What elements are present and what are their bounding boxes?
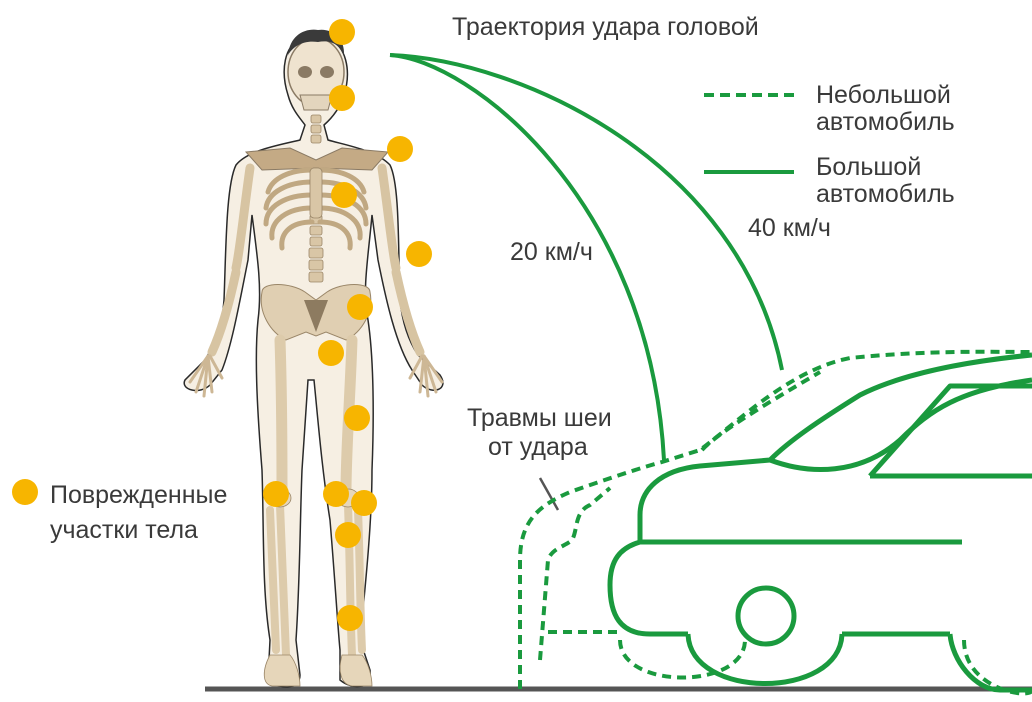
injury-dot-hip xyxy=(347,294,373,320)
neck-injury-label-2: от удара xyxy=(488,432,588,462)
legend-small-car-label-1: Небольшой xyxy=(816,80,951,110)
injury-dot-knee-left xyxy=(263,481,289,507)
skeleton-figure xyxy=(184,30,443,687)
speed-big-car-label: 40 км/ч xyxy=(748,213,831,243)
speed-small-car-label: 20 км/ч xyxy=(510,237,593,267)
injury-dot-shoulder xyxy=(387,136,413,162)
injury-dot-jaw xyxy=(329,85,355,111)
legend-big-car-label-2: автомобиль xyxy=(816,179,955,209)
injury-dot-elbow xyxy=(406,241,432,267)
trajectory-big-car xyxy=(390,55,782,370)
eye-socket-left xyxy=(298,66,312,78)
trajectory-title: Траектория удара головой xyxy=(452,12,759,42)
big-car xyxy=(610,355,1032,690)
legend-big-car-label-1: Большой xyxy=(816,152,921,182)
legend-small-car-label-2: автомобиль xyxy=(816,107,955,137)
sternum xyxy=(310,168,322,218)
injury-dot-head xyxy=(329,19,355,45)
injury-dot-thigh xyxy=(344,405,370,431)
eye-socket-right xyxy=(320,66,334,78)
injury-dot-knee-right-a xyxy=(323,481,349,507)
jaw xyxy=(300,95,332,110)
big-car-wheel xyxy=(738,588,794,644)
injury-dot-pelvis xyxy=(318,340,344,366)
injury-dot-ankle xyxy=(337,605,363,631)
injury-legend-dot xyxy=(12,479,38,505)
injury-dot-shin xyxy=(335,522,361,548)
neck-injury-label-1: Травмы шеи xyxy=(467,403,612,433)
injury-legend-label-2: участки тела xyxy=(50,515,198,545)
injury-legend-label-1: Поврежденные xyxy=(50,480,227,510)
injury-dot-chest xyxy=(331,182,357,208)
injury-dot-knee-right-b xyxy=(351,490,377,516)
